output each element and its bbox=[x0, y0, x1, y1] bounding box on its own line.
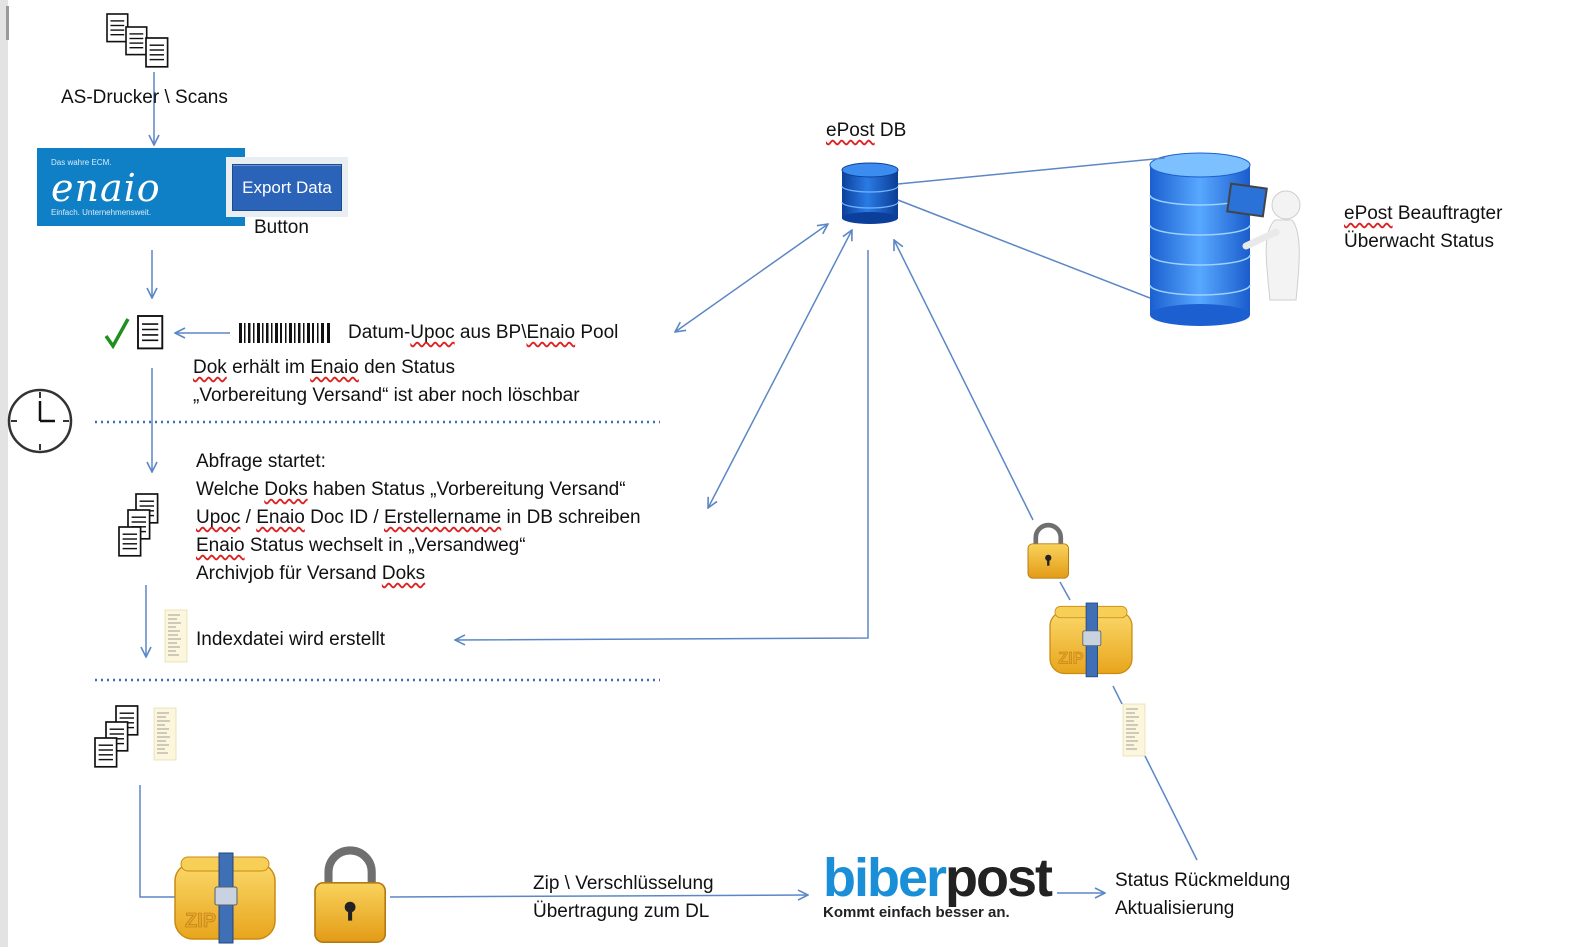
barcode-label: Datum-Upoc aus BP\Enaio Pool bbox=[348, 322, 619, 343]
export-documents-icon bbox=[94, 705, 139, 768]
biberpost-logo: biberpost Kommt einfach besser an. bbox=[823, 848, 1053, 921]
status-document-icon bbox=[137, 315, 164, 350]
enaio-slogan: Einfach. Unternehmensweit. bbox=[51, 208, 152, 217]
index-label: Indexdatei wird erstellt bbox=[196, 629, 386, 650]
barcode-icon bbox=[239, 323, 330, 343]
biberpost-tagline: Kommt einfach besser an. bbox=[823, 904, 1010, 921]
return-zip-icon bbox=[1049, 602, 1133, 678]
check-icon bbox=[104, 318, 130, 350]
button-caption: Button bbox=[254, 217, 309, 238]
query-description: Abfrage startet: Welche Doks haben Statu… bbox=[196, 451, 641, 584]
index-file-icon bbox=[164, 609, 188, 663]
source-documents-icon bbox=[106, 13, 169, 68]
status-feedback-label: Status Rückmeldung Aktualisierung bbox=[1115, 870, 1291, 919]
enaio-logo-card: Das wahre ECM. enaio Einfach. Unternehme… bbox=[37, 148, 245, 226]
export-data-button[interactable]: Export Data bbox=[232, 164, 342, 211]
return-lock-icon bbox=[1028, 525, 1069, 578]
database-icon bbox=[841, 162, 899, 224]
enaio-wordmark: enaio bbox=[51, 166, 161, 210]
left-edge-thumb bbox=[6, 6, 9, 40]
server-monitor-icon bbox=[1149, 152, 1301, 326]
lock-icon bbox=[315, 850, 385, 942]
query-documents-icon bbox=[118, 493, 159, 557]
left-edge-bar bbox=[0, 0, 8, 947]
enaio-tagline: Das wahre ECM. bbox=[51, 158, 112, 167]
connectors bbox=[139, 72, 1198, 897]
source-label: AS-Drucker \ Scans bbox=[61, 87, 228, 108]
zip-archive-icon bbox=[174, 852, 276, 944]
clock-icon bbox=[7, 388, 73, 454]
zip-transfer-label: Zip \ Verschlüsselung Übertragung zum DL bbox=[533, 873, 714, 922]
export-index-file-icon bbox=[153, 707, 177, 761]
supervisor-label: ePost Beauftragter Überwacht Status bbox=[1344, 203, 1503, 252]
epost-db-label: ePost DB bbox=[826, 120, 907, 141]
status-note: Dok erhält im Enaio den Status „Vorberei… bbox=[193, 357, 580, 406]
return-index-file-icon bbox=[1122, 703, 1146, 757]
biberpost-logo-part1: biber bbox=[823, 848, 947, 908]
biberpost-logo-part2: post bbox=[945, 848, 1053, 908]
